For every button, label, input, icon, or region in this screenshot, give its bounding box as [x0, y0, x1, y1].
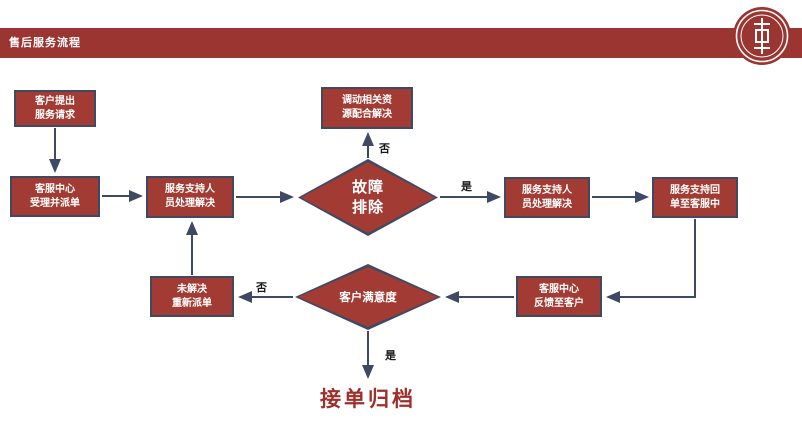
node-mobilize-resources: 调动相关资 源配合解决 [321, 87, 413, 129]
node-archive-order: 接单归档 [320, 387, 416, 411]
node-service-center-dispatch: 客服中心 受理并派单 [10, 176, 100, 217]
page-title: 售后服务流程 [9, 36, 81, 49]
node-customer-request: 客户提出 服务请求 [14, 90, 96, 127]
edge-label-satisfaction-no: 否 [256, 281, 267, 294]
decision-customer-satisfaction: 客户满意度 [295, 264, 441, 330]
node-redispatch: 未解决 重新派单 [150, 276, 234, 317]
edge-label-fault-no: 否 [379, 142, 390, 155]
node-support-handle-1: 服务支持人 员处理解决 [146, 176, 234, 218]
decision-fault-cleared: 故障 排除 [298, 159, 438, 236]
decision-fault-label: 故障 排除 [351, 178, 384, 216]
header-bar: 售后服务流程 [0, 28, 802, 58]
node-feedback-to-customer: 客服中心 反馈至客户 [516, 276, 602, 317]
logo-seal-icon [733, 7, 791, 65]
edge-label-satisfaction-yes: 是 [385, 349, 396, 362]
decision-satisfaction-label: 客户满意度 [339, 289, 397, 304]
edge-label-fault-yes: 是 [461, 180, 472, 193]
node-support-handle-2: 服务支持人 员处理解决 [504, 177, 590, 218]
node-return-receipt: 服务支持回 单至客服中 [652, 177, 738, 218]
